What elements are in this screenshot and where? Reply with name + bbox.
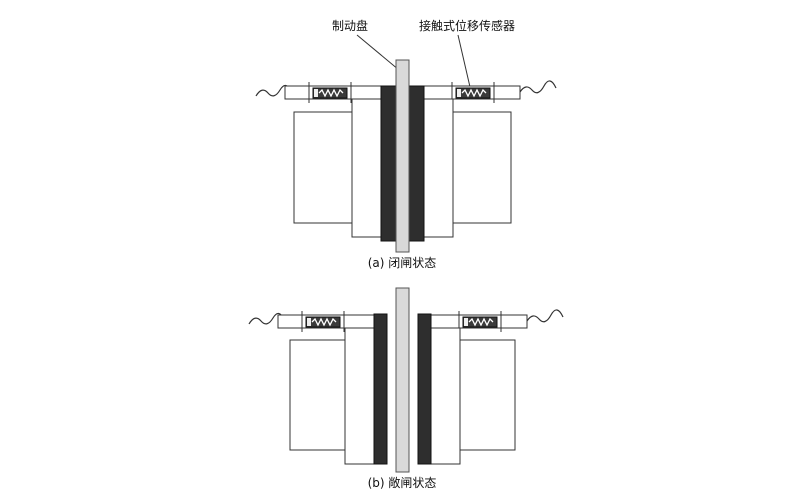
brake-pad-right-b — [417, 313, 432, 465]
caliper-block-left-a — [293, 111, 353, 224]
spring-symbol-left-a — [318, 88, 344, 98]
brake-disc-a — [395, 59, 410, 253]
brake-disc-b — [395, 287, 410, 473]
sensor-wire-right-a — [519, 80, 557, 94]
brake-pad-left-b — [373, 313, 388, 465]
sensor-connector-right-b — [464, 318, 468, 326]
diagram-closed-state: 制动盘 接触式位移传感器 (a) 闭闸状态 — [255, 18, 557, 270]
leader-line-brake-disc — [356, 34, 400, 71]
brake-pad-left-a — [380, 85, 397, 242]
sensor-connector-right-a — [457, 89, 461, 97]
spring-symbol-left-b — [311, 317, 337, 327]
sensor-connector-left-b — [307, 318, 311, 326]
leader-line-sensor — [457, 34, 471, 88]
caliper-block-left-b — [289, 339, 346, 451]
pressure-plate-right-b — [430, 327, 461, 465]
sensor-connector-left-a — [314, 89, 318, 97]
caliper-block-right-b — [459, 339, 516, 451]
spring-symbol-right-b — [468, 317, 494, 327]
pressure-plate-left-a — [351, 98, 382, 238]
brake-pad-right-a — [408, 85, 425, 242]
sensor-wire-right-b — [526, 309, 564, 323]
caption-open-state: (b) 敞闸状态 — [368, 475, 437, 490]
spring-symbol-right-a — [461, 88, 487, 98]
pressure-plate-right-a — [423, 98, 454, 238]
pressure-plate-left-b — [344, 327, 375, 465]
diagram-open-state: (b) 敞闸状态 — [248, 287, 564, 490]
caption-closed-state: (a) 闭闸状态 — [368, 256, 437, 270]
sensor-wire-left-b — [248, 312, 285, 325]
caliper-block-right-a — [452, 111, 512, 224]
label-displacement-sensor: 接触式位移传感器 — [419, 18, 515, 33]
label-brake-disc: 制动盘 — [332, 18, 368, 33]
